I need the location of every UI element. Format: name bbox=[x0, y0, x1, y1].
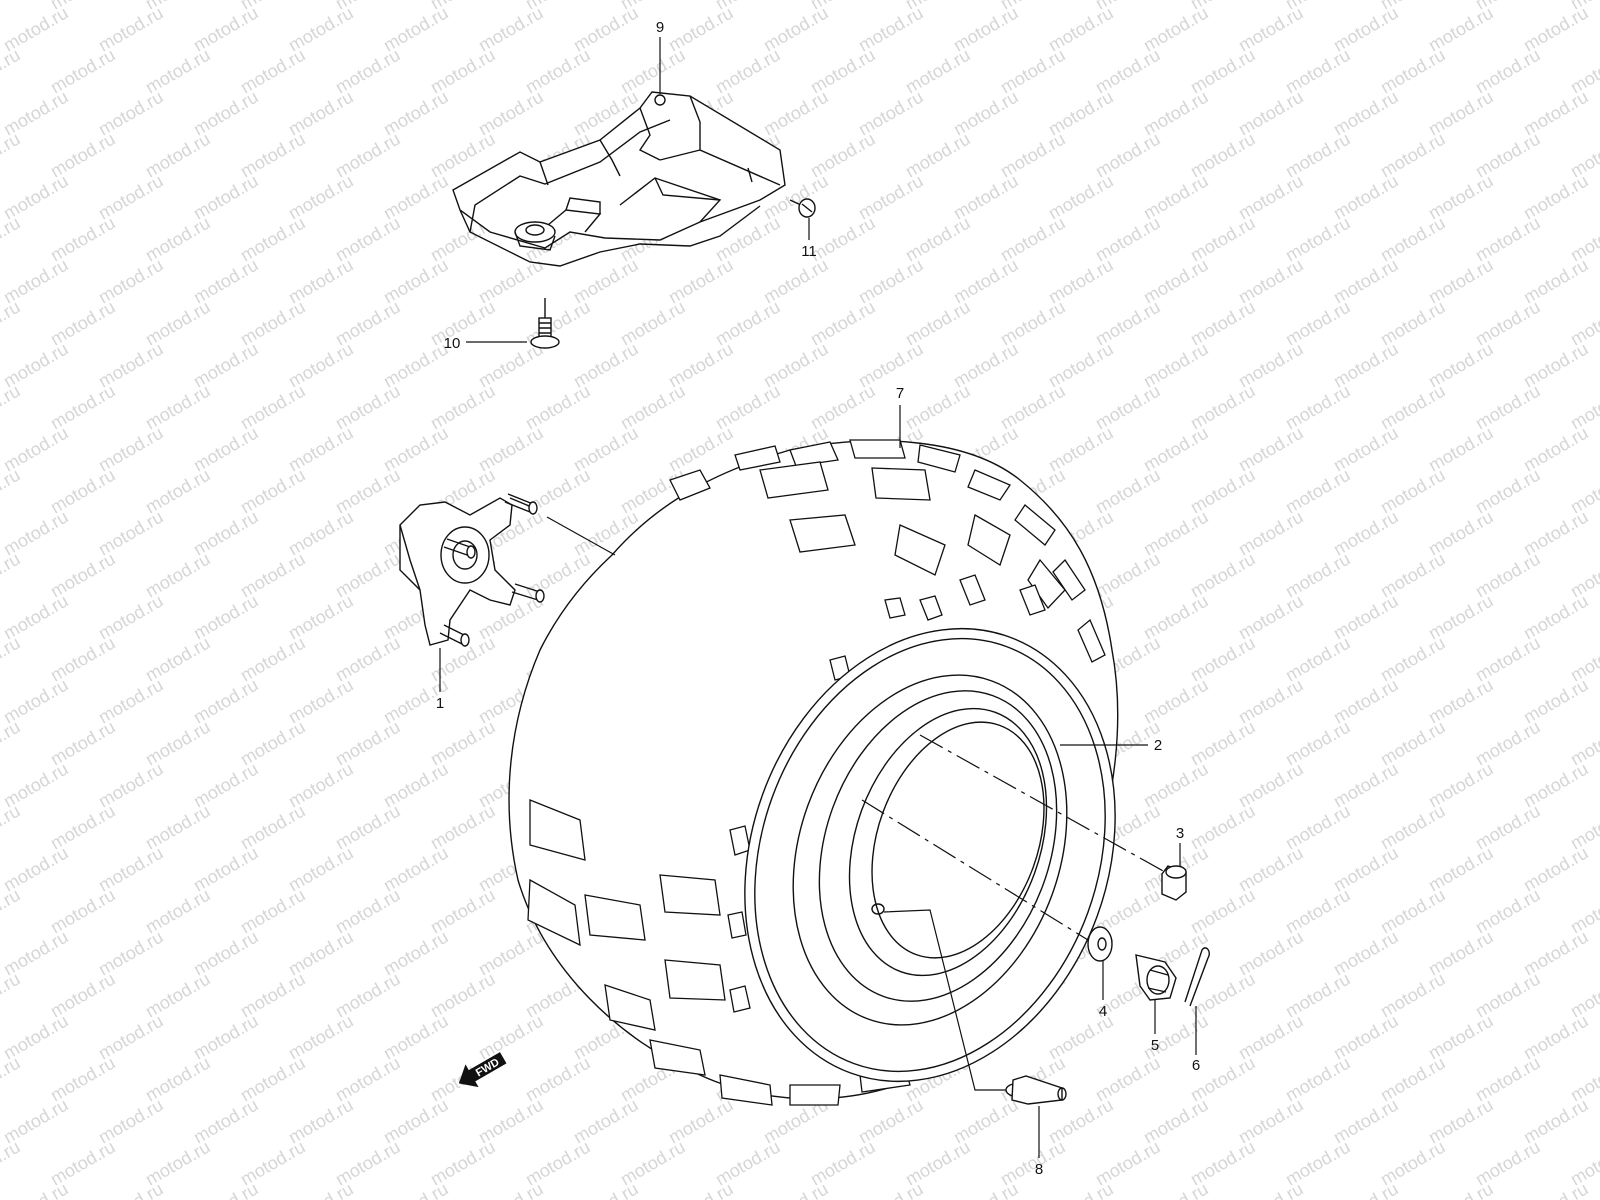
watermark-text: motod.ru bbox=[0, 549, 24, 602]
watermark-text: motod.ru bbox=[1567, 465, 1600, 518]
stud bbox=[504, 493, 538, 515]
stud bbox=[439, 624, 470, 647]
watermark-text: motod.ru bbox=[855, 1179, 927, 1200]
watermark-text: motod.ru bbox=[0, 381, 24, 434]
watermark-text: motod.ru bbox=[0, 969, 24, 1022]
washer-icon bbox=[1087, 926, 1113, 962]
stud bbox=[511, 583, 545, 603]
watermark-text: motod.ru bbox=[0, 885, 24, 938]
callout-9: 9 bbox=[656, 19, 664, 36]
callout-10: 10 bbox=[444, 335, 461, 352]
callout-6: 6 bbox=[1192, 1057, 1200, 1074]
watermark-text: motod.ru bbox=[1567, 213, 1600, 266]
watermark-text: motod.ru bbox=[1567, 969, 1600, 1022]
watermark-text: motod.ru bbox=[1567, 717, 1600, 770]
hub-icon bbox=[399, 493, 545, 647]
watermark-text: motod.ru bbox=[0, 213, 24, 266]
watermark-text: motod.ru bbox=[1567, 1137, 1600, 1190]
watermark-text: motod.ru bbox=[0, 297, 24, 350]
callout-1: 1 bbox=[436, 695, 444, 712]
watermark-text: motod.ru bbox=[570, 1179, 642, 1200]
watermark-text: motod.ru bbox=[950, 1179, 1022, 1200]
callout-2: 2 bbox=[1154, 737, 1162, 754]
watermark-text: motod.ru bbox=[665, 1179, 737, 1200]
watermark-text: motod.ru bbox=[1567, 801, 1600, 854]
stud bbox=[443, 538, 476, 559]
watermark-text: motod.ru bbox=[0, 801, 24, 854]
watermark-text: motod.ru bbox=[1045, 1179, 1117, 1200]
watermark-text: motod.ru bbox=[0, 465, 24, 518]
callout-4: 4 bbox=[1099, 1003, 1107, 1020]
callout-8: 8 bbox=[1035, 1161, 1043, 1178]
watermark-text: motod.ru bbox=[380, 1179, 452, 1200]
bolt-icon bbox=[530, 298, 560, 349]
callout-11: 11 bbox=[801, 243, 817, 260]
callout-3: 3 bbox=[1176, 825, 1184, 842]
callout-5: 5 bbox=[1151, 1037, 1159, 1054]
watermark-text: motod.ru bbox=[0, 45, 24, 98]
watermark-text: motod.ru bbox=[1567, 885, 1600, 938]
watermark-text: motod.ru bbox=[285, 1179, 357, 1200]
watermark-text: motod.ru bbox=[1567, 129, 1600, 182]
watermark-text: motod.ru bbox=[0, 633, 24, 686]
watermark-text: motod.ru bbox=[760, 1179, 832, 1200]
watermark-text: motod.ru bbox=[0, 1137, 24, 1190]
watermark-text: motod.ru bbox=[0, 0, 24, 13]
watermark-text: motod.ru bbox=[1567, 549, 1600, 602]
watermark-text: motod.ru bbox=[190, 1179, 262, 1200]
watermark-text: motod.ru bbox=[1567, 297, 1600, 350]
watermark-text: motod.ru bbox=[1330, 1179, 1402, 1200]
castle-nut-icon bbox=[1135, 954, 1177, 1001]
valve-icon bbox=[1005, 1075, 1067, 1105]
watermark-text: motod.ru bbox=[475, 1179, 547, 1200]
mudguard-icon bbox=[452, 91, 786, 267]
cotter-pin-icon bbox=[1184, 947, 1211, 1007]
callout-7: 7 bbox=[896, 385, 904, 402]
bolt-icon bbox=[789, 198, 816, 218]
watermark-text: motod.ru bbox=[1567, 633, 1600, 686]
watermark-text: motod.ru bbox=[0, 717, 24, 770]
watermark-text: motod.ru bbox=[1567, 1053, 1600, 1106]
watermark-text: motod.ru bbox=[1567, 381, 1600, 434]
watermark-text: motod.ru bbox=[1567, 45, 1600, 98]
wheel-rim-icon bbox=[744, 627, 1116, 1083]
watermark-text: motod.ru bbox=[1425, 1179, 1497, 1200]
watermark-text: motod.ru bbox=[1520, 1179, 1592, 1200]
watermark-text: motod.ru bbox=[0, 129, 24, 182]
leader-lines bbox=[439, 37, 1197, 1158]
watermark-text: motod.ru bbox=[1235, 1179, 1307, 1200]
watermark-text: motod.ru bbox=[0, 1179, 72, 1200]
nut-icon bbox=[1161, 865, 1187, 901]
watermark-text: motod.ru bbox=[0, 1053, 24, 1106]
watermark-text: motod.ru bbox=[95, 1179, 167, 1200]
watermark-text: motod.ru bbox=[1140, 1179, 1212, 1200]
